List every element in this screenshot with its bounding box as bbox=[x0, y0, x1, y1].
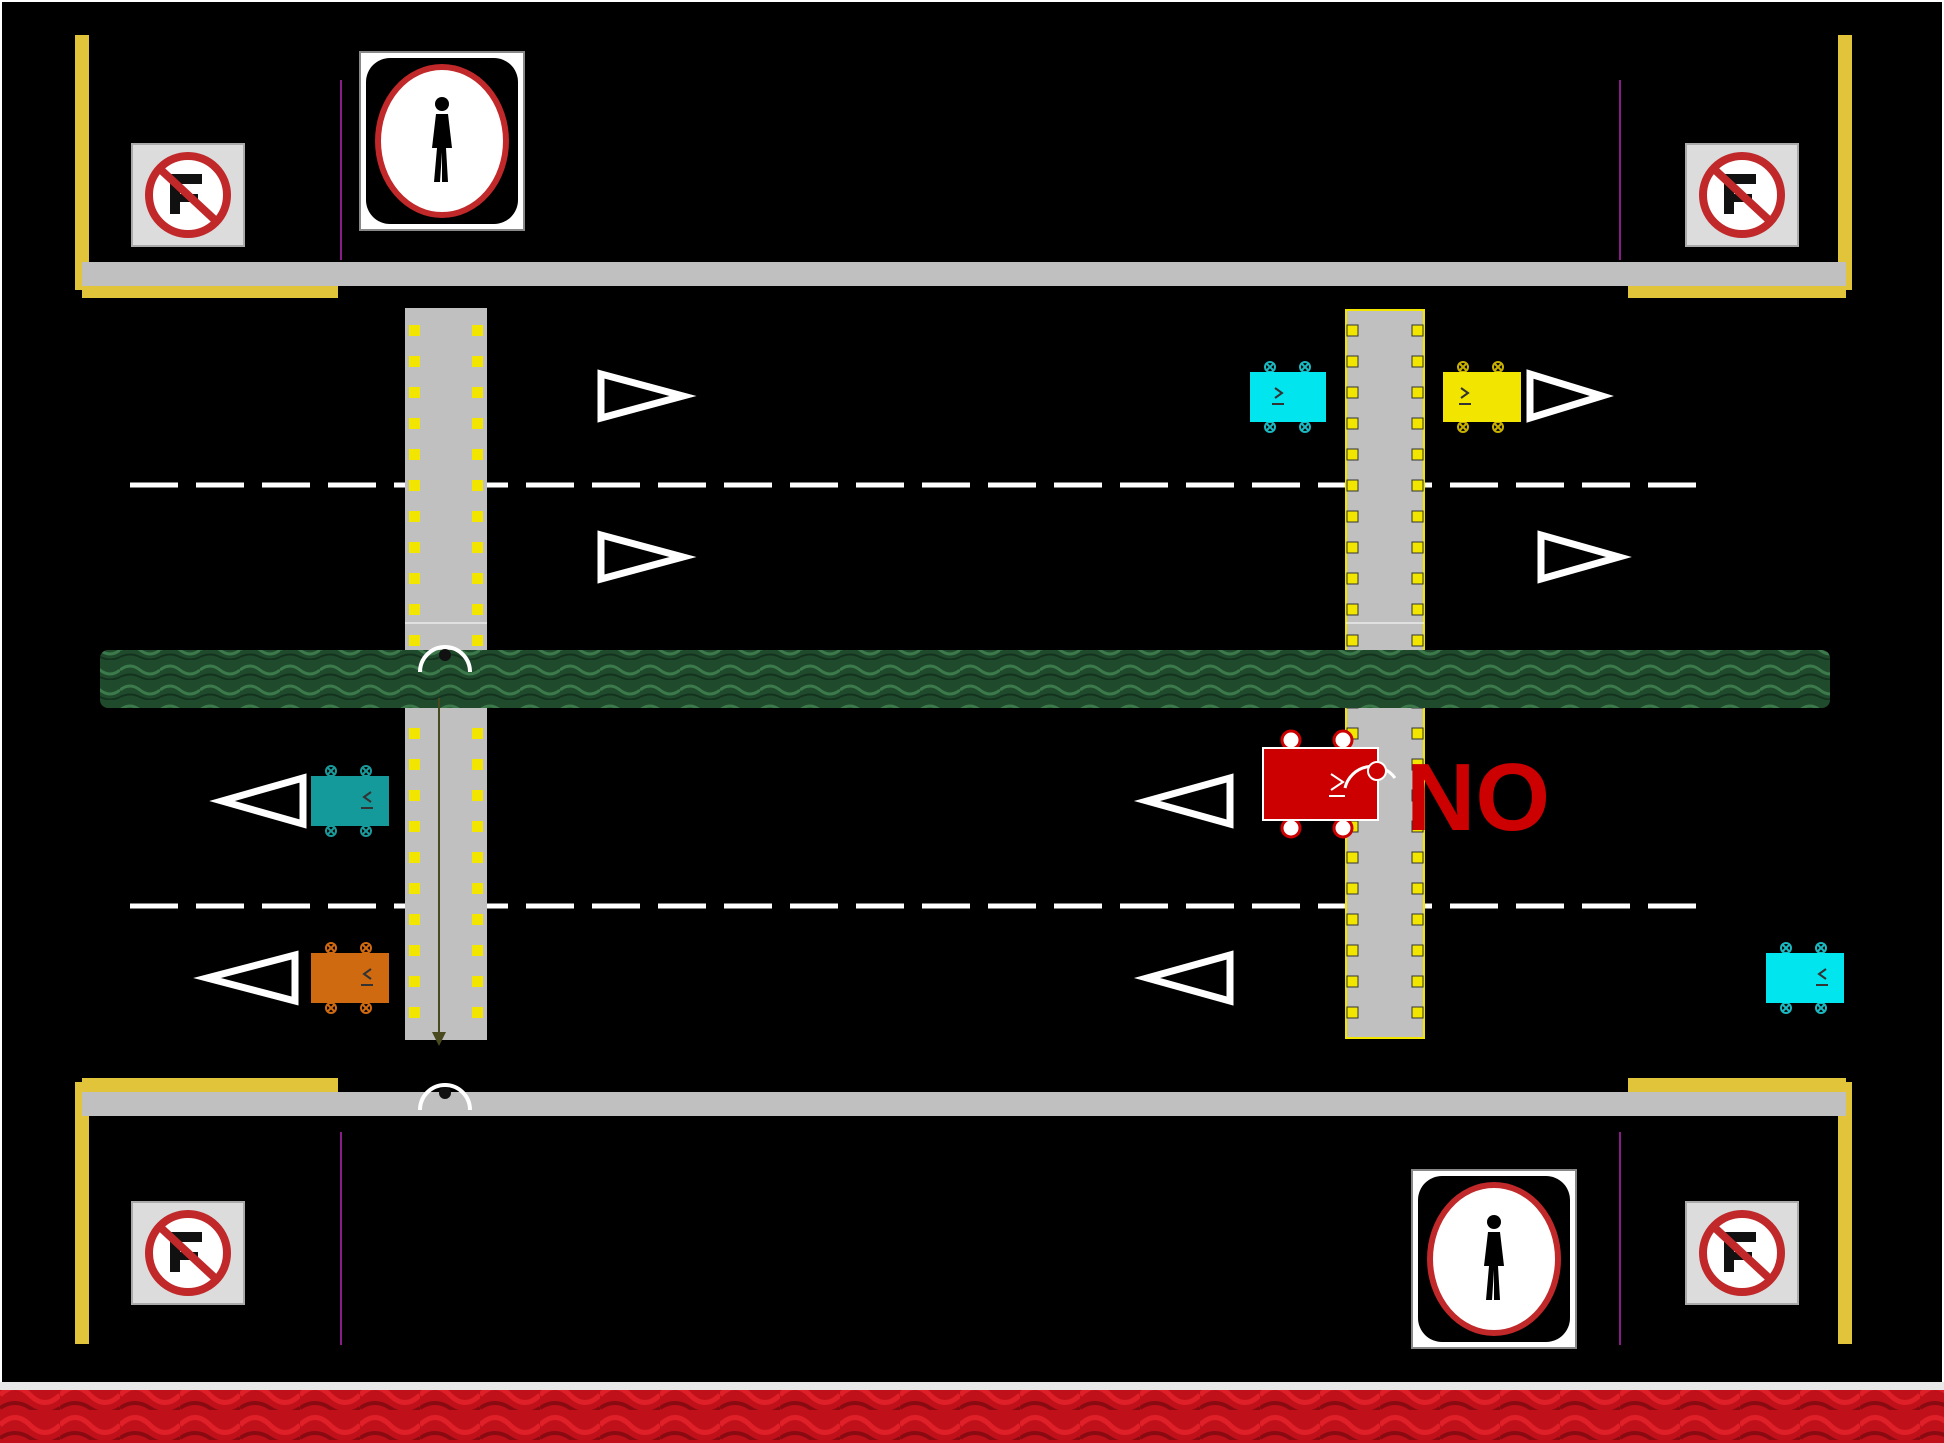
no-parking-sign-icon bbox=[132, 1202, 244, 1304]
no-pedestrian-sign-icon bbox=[1412, 1170, 1576, 1348]
crosswalk-stud bbox=[1412, 449, 1423, 460]
crosswalk-stud bbox=[472, 573, 483, 584]
crosswalk-stud bbox=[1347, 914, 1358, 925]
crosswalk-stud bbox=[1412, 356, 1423, 367]
crosswalk-stud bbox=[1347, 418, 1358, 429]
no-pedestrian-sign-icon bbox=[360, 52, 524, 230]
crosswalk-stud bbox=[472, 976, 483, 987]
crosswalk-stud bbox=[1347, 635, 1358, 646]
crosswalk-stud bbox=[1347, 387, 1358, 398]
crosswalk-stud bbox=[472, 542, 483, 553]
crosswalk-stud bbox=[472, 356, 483, 367]
prohibition-label: NO bbox=[1406, 750, 1550, 846]
crosswalk-stud bbox=[1347, 945, 1358, 956]
crosswalk-stud bbox=[472, 1007, 483, 1018]
crosswalk-stud bbox=[409, 480, 420, 491]
crosswalk-stud bbox=[1347, 480, 1358, 491]
crosswalk-stud bbox=[409, 604, 420, 615]
crosswalk-stud bbox=[1347, 604, 1358, 615]
crosswalk-stud bbox=[1412, 976, 1423, 987]
crosswalk-stud bbox=[409, 728, 420, 739]
crosswalk-stud bbox=[1412, 573, 1423, 584]
crosswalk-stud bbox=[472, 387, 483, 398]
crosswalk-stud bbox=[1412, 1007, 1423, 1018]
crosswalk-stud bbox=[472, 821, 483, 832]
crosswalk-stud bbox=[472, 511, 483, 522]
crosswalk-stud bbox=[409, 852, 420, 863]
crosswalk-stud bbox=[472, 759, 483, 770]
crosswalk-stud bbox=[1347, 325, 1358, 336]
crosswalk-stud bbox=[1412, 635, 1423, 646]
crosswalk-stud bbox=[409, 759, 420, 770]
crosswalk-stud bbox=[1347, 449, 1358, 460]
crosswalk-stud bbox=[409, 976, 420, 987]
crosswalk-stud bbox=[1347, 883, 1358, 894]
crosswalk-stud bbox=[409, 449, 420, 460]
crosswalk-stud bbox=[1347, 573, 1358, 584]
no-parking-sign-icon bbox=[1686, 1202, 1798, 1304]
crosswalk-stud bbox=[1347, 542, 1358, 553]
crosswalk-stud bbox=[472, 728, 483, 739]
car-cyan-icon bbox=[1766, 943, 1844, 1013]
crosswalk-stud bbox=[1412, 542, 1423, 553]
crosswalk-stud bbox=[409, 914, 420, 925]
crosswalk-stud bbox=[1412, 852, 1423, 863]
footer-decoration bbox=[0, 1390, 1944, 1443]
crosswalk-stud bbox=[1347, 1007, 1358, 1018]
crosswalk-stud bbox=[472, 883, 483, 894]
no-parking-sign-icon bbox=[132, 144, 244, 246]
crosswalk-stud bbox=[409, 573, 420, 584]
car-cyan-icon bbox=[1250, 362, 1326, 432]
crosswalk-stud bbox=[1412, 325, 1423, 336]
crosswalk-stud bbox=[409, 883, 420, 894]
crosswalk-stud bbox=[409, 945, 420, 956]
no-parking-sign-icon bbox=[1686, 144, 1798, 246]
crosswalk-stud bbox=[1412, 883, 1423, 894]
crosswalk-stud bbox=[1412, 480, 1423, 491]
crosswalk-stud bbox=[472, 418, 483, 429]
crosswalk-stud bbox=[1412, 914, 1423, 925]
crosswalk-stud bbox=[409, 635, 420, 646]
crosswalk-stud bbox=[472, 604, 483, 615]
crosswalk-stud bbox=[472, 635, 483, 646]
bottom-sidewalk bbox=[82, 1092, 1846, 1116]
crosswalk-stud bbox=[409, 356, 420, 367]
median bbox=[100, 650, 1830, 708]
crosswalk-stud bbox=[409, 325, 420, 336]
crosswalk-stud bbox=[1412, 604, 1423, 615]
crosswalk-stud bbox=[409, 511, 420, 522]
crosswalk-stud bbox=[472, 852, 483, 863]
crosswalk-stud bbox=[1412, 511, 1423, 522]
crosswalk-stud bbox=[472, 325, 483, 336]
crosswalk-stud bbox=[409, 821, 420, 832]
footer-band bbox=[0, 1382, 1944, 1390]
crosswalk-stud bbox=[409, 790, 420, 801]
crosswalk-stud bbox=[1347, 852, 1358, 863]
crosswalk-stud bbox=[1347, 356, 1358, 367]
crosswalk-stud bbox=[1412, 728, 1423, 739]
crosswalk-stud bbox=[472, 914, 483, 925]
car-orange-icon bbox=[311, 943, 389, 1013]
crosswalk-stud bbox=[1412, 387, 1423, 398]
crosswalk-stud bbox=[472, 449, 483, 460]
car-yellow-icon bbox=[1443, 362, 1521, 432]
crosswalk-stud bbox=[409, 1007, 420, 1018]
car-teal-icon bbox=[311, 766, 389, 836]
crosswalk-stud bbox=[409, 418, 420, 429]
crosswalk-stud bbox=[472, 790, 483, 801]
top-sidewalk bbox=[82, 262, 1846, 286]
crosswalk-stud bbox=[1347, 976, 1358, 987]
crosswalk-stud bbox=[409, 542, 420, 553]
crosswalk-stud bbox=[409, 387, 420, 398]
crosswalk-stud bbox=[472, 945, 483, 956]
crosswalk-stud bbox=[1347, 511, 1358, 522]
crosswalk-stud bbox=[1412, 945, 1423, 956]
crosswalk-stud bbox=[472, 480, 483, 491]
crosswalk-stud bbox=[1412, 418, 1423, 429]
